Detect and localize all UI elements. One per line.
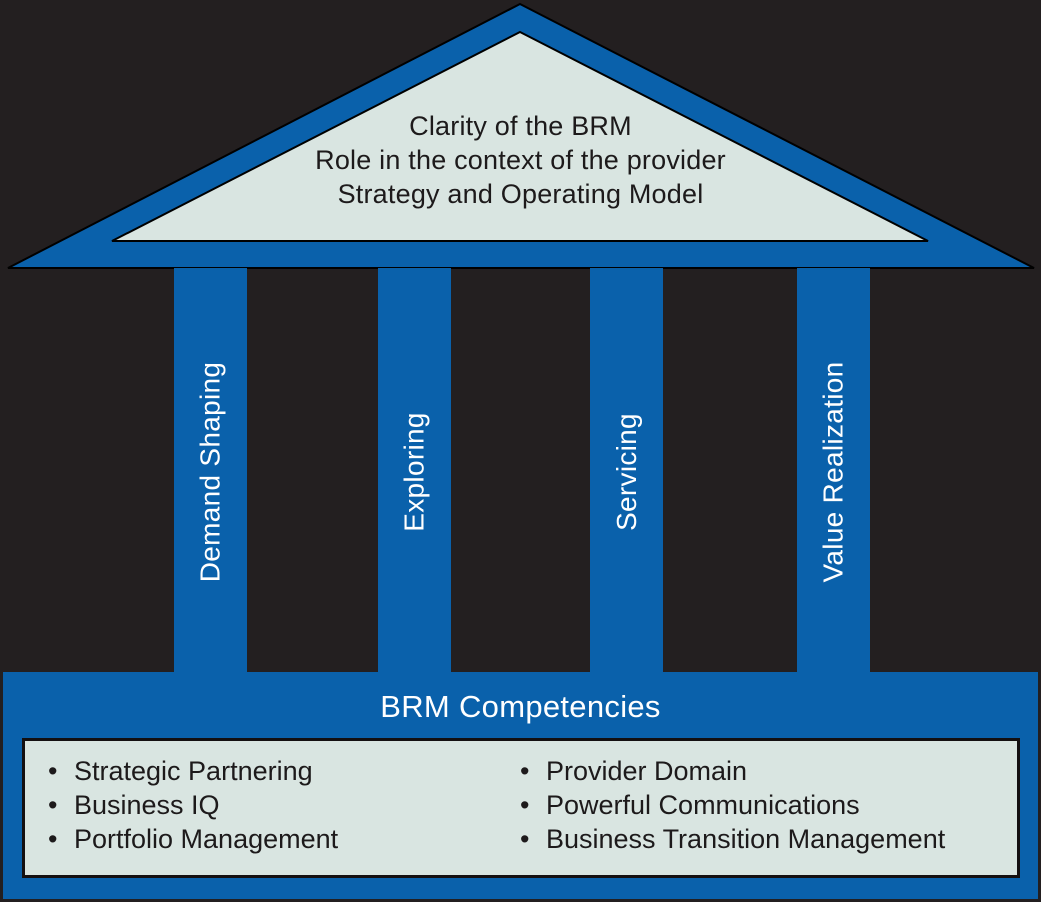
list-item: • Business IQ xyxy=(48,788,520,822)
pillar-label-exploring: Exploring xyxy=(398,412,430,532)
pillar-servicing: Servicing xyxy=(590,268,663,676)
pediment-text-line: Role in the context of the provider xyxy=(315,145,726,175)
list-item-label: Strategic Partnering xyxy=(74,756,313,786)
competency-list-right: • Provider Domain • Powerful Communication… xyxy=(520,754,1017,875)
pediment-text-line: Strategy and Operating Model xyxy=(337,179,704,209)
roof-inner-panel xyxy=(111,30,929,242)
list-item: • Strategic Partnering xyxy=(48,754,520,788)
pillar-label-servicing: Servicing xyxy=(610,413,642,531)
pillar-value-realization: Value Realization xyxy=(797,268,870,676)
bullet-icon: • xyxy=(48,824,58,854)
competency-list-left: • Strategic Partnering • Business IQ • Port… xyxy=(48,754,520,875)
list-item-label: Powerful Communications xyxy=(546,790,860,820)
pillar-demand-shaping: Demand Shaping xyxy=(174,268,247,676)
bullet-icon: • xyxy=(48,756,58,786)
pediment-text: Clarity of the BRM Role in the context o… xyxy=(0,109,1041,211)
list-item: • Powerful Communications xyxy=(520,788,1017,822)
list-item-label: Business IQ xyxy=(74,790,220,820)
competencies-panel: • Strategic Partnering • Business IQ • Port… xyxy=(22,738,1020,878)
list-item-label: Provider Domain xyxy=(546,756,748,786)
pillar-label-value-realization: Value Realization xyxy=(817,361,849,583)
pillar-label-demand-shaping: Demand Shaping xyxy=(194,361,226,583)
list-item: • Business Transition Management xyxy=(520,822,1017,856)
list-item-label: Portfolio Management xyxy=(74,824,339,854)
pillar-exploring: Exploring xyxy=(378,268,451,676)
base-plinth: BRM Competencies • Strategic Partnering •… xyxy=(3,672,1038,899)
bullet-icon: • xyxy=(520,756,530,786)
pediment-text-line: Clarity of the BRM xyxy=(409,111,632,141)
bullet-icon: • xyxy=(48,790,58,820)
bullet-icon: • xyxy=(520,790,530,820)
list-item-label: Business Transition Management xyxy=(546,824,946,854)
base-title: BRM Competencies xyxy=(380,689,661,724)
bullet-icon: • xyxy=(520,824,530,854)
list-item: • Portfolio Management xyxy=(48,822,520,856)
list-item: • Provider Domain xyxy=(520,754,1017,788)
roof-pediment xyxy=(7,2,1035,269)
